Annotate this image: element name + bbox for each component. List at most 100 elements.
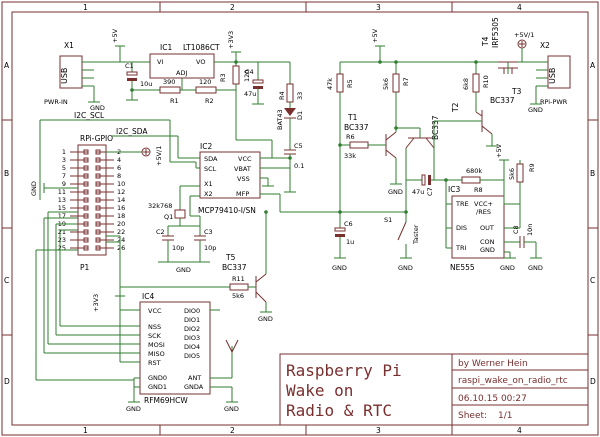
supply-5v1-right: +5V/1 — [514, 31, 540, 63]
gpio-pin-pad — [83, 189, 89, 195]
title-author: by Werner Hein — [458, 359, 528, 369]
column-label-bottom-1: 1 — [83, 426, 88, 435]
column-label-bottom-3: 3 — [376, 426, 381, 435]
column-label-top-3: 3 — [376, 3, 381, 12]
s1-gnd-label: GND — [398, 264, 413, 272]
gpio-pin-number: 15 — [58, 204, 66, 212]
gpio-pin-pad — [83, 181, 89, 187]
transistor-t1: T1 BC337 GND — [344, 113, 403, 196]
c6-gnd-label: GND — [332, 264, 347, 272]
gpio-pin-pad — [95, 165, 101, 171]
ic3-pin-tri: TRI — [455, 244, 466, 252]
title-line-3: Radio & RTC — [286, 401, 392, 420]
ic4-pin-mosi: MOSI — [148, 341, 165, 349]
x2-net-label: RPi-PWR — [540, 98, 568, 106]
c4-ref: C4 — [245, 68, 254, 76]
ic1-pin-vi: VI — [157, 58, 163, 66]
supply-3v3-top: +3V3 — [227, 31, 241, 62]
title-sheet-label: Sheet: — [458, 411, 487, 421]
supply-3v3-top-label: +3V3 — [227, 31, 235, 49]
gpio-pin-pad — [83, 237, 89, 243]
gpio-pin-number: 17 — [58, 212, 66, 220]
gpio-pin-pad — [83, 213, 89, 219]
gpio-pin-number: 16 — [117, 204, 125, 212]
radio-ic4: IC4 RFM69HCW VCC NSS SCK MOSI MISO RST G… — [44, 292, 239, 413]
c1-ref: C1 — [125, 62, 134, 70]
ic2-pin-sda: SDA — [204, 155, 218, 163]
r3-value: 120 — [243, 70, 251, 82]
title-sheet-value: 1/1 — [498, 411, 512, 421]
row-label-right-b: B — [590, 169, 595, 178]
c4-value: 47u — [244, 90, 256, 98]
ic2-pin-mfp: MFP — [236, 190, 249, 198]
timer-ic3: IC3 NE555 TRE VCC+ /RES DIS OUT TRI CON … — [434, 179, 520, 272]
row-label-left-b: B — [4, 169, 9, 178]
gpio-pin-pad — [83, 245, 89, 251]
c1-value: 10u — [140, 80, 152, 88]
c8-gnd-label: GND — [528, 264, 543, 272]
t2-value: BC337 — [431, 115, 440, 140]
gpio-pin-pad — [83, 205, 89, 211]
p1-ref: P1 — [80, 263, 90, 272]
capacitor-c6: C6 1u GND — [332, 212, 354, 272]
ic4-pin-gnda: GNDA — [184, 383, 204, 391]
ic3-pin-tre: TRE — [455, 200, 469, 208]
rtc-ic2: IC2 MCP79410-I/SN SDA SCL X1 X2 VCC VBAT… — [198, 90, 340, 215]
ic1-pin-vo: VO — [196, 58, 205, 66]
r2-ref: R2 — [205, 97, 214, 105]
ic3-gnd-label: GND — [500, 264, 515, 272]
gpio-pin-number: 22 — [117, 228, 125, 236]
ic2-pin-x1: X1 — [204, 180, 213, 188]
d1-ref: D1 — [296, 111, 304, 120]
ic4-pin-dio4: DIO4 — [184, 343, 200, 351]
gnd-c2-c3: GND — [158, 261, 210, 274]
ic3-value: NE555 — [450, 263, 475, 272]
t2-ref: T2 — [451, 102, 460, 113]
row-label-right-d: D — [590, 377, 596, 386]
gpio-pin-pad — [83, 149, 89, 155]
gpio-pin-pad — [83, 229, 89, 235]
ic2-ref: IC2 — [200, 142, 212, 151]
ic3-pin-vcc: VCC+ — [474, 200, 493, 208]
mosfet-t4: T4 IRF5305 — [476, 17, 518, 74]
gpio-pin-number: 20 — [117, 220, 125, 228]
ic4-pin-nss: NSS — [148, 323, 161, 331]
gpio-header-p1: RPi-GPIO P1 — [77, 134, 113, 272]
resistor-r11: R11 5k6 — [120, 275, 256, 300]
transistor-t5: T5 BC337 GND — [222, 212, 273, 323]
ic2-pin-vbat: VBAT — [234, 165, 251, 173]
supply-5v-right-label: +5V — [495, 143, 503, 158]
t3-value: BC337 — [490, 96, 515, 105]
r3-ref: R3 — [219, 73, 227, 82]
c2-ref: C2 — [156, 228, 165, 236]
ic3-pin-out: OUT — [480, 224, 494, 232]
gpio-pin-pad — [83, 165, 89, 171]
ic3-pin-dis: DIS — [456, 224, 467, 232]
c6-value: 1u — [346, 238, 354, 246]
ic2-value: MCP79410-I/SN — [198, 206, 256, 215]
r7-ref: R7 — [402, 77, 410, 86]
r10-ref: R10 — [482, 75, 490, 88]
ic4-pin-rst: RST — [148, 359, 161, 367]
ic4-pin-vcc: VCC — [148, 307, 162, 315]
junction — [378, 60, 382, 64]
capacitor-c7: 47u C7 — [406, 174, 446, 196]
ic3-pin-res: /RES — [476, 208, 491, 216]
column-label-top-2: 2 — [230, 3, 235, 12]
ic2-pin-scl: SCL — [204, 165, 217, 173]
crystal-value: 32k768 — [148, 202, 172, 210]
junction — [394, 60, 398, 64]
c2-value: 10p — [172, 244, 184, 252]
capacitor-c8: C8 10n GND — [512, 224, 543, 272]
x2-ref: X2 — [540, 41, 550, 50]
gpio-pin-pad — [95, 237, 101, 243]
r10-value: 6k8 — [462, 78, 470, 90]
supply-5v-left-label: +5V — [111, 28, 119, 43]
ic4-pin-gnd0: GND0 — [148, 374, 167, 382]
c6-ref: C6 — [344, 220, 353, 228]
capacitor-c1: C1 10u — [120, 61, 152, 101]
resistor-r3: R3 120 — [219, 62, 251, 90]
gpio-pin-pad — [95, 205, 101, 211]
ic1-value: LT1086CT — [183, 43, 220, 52]
